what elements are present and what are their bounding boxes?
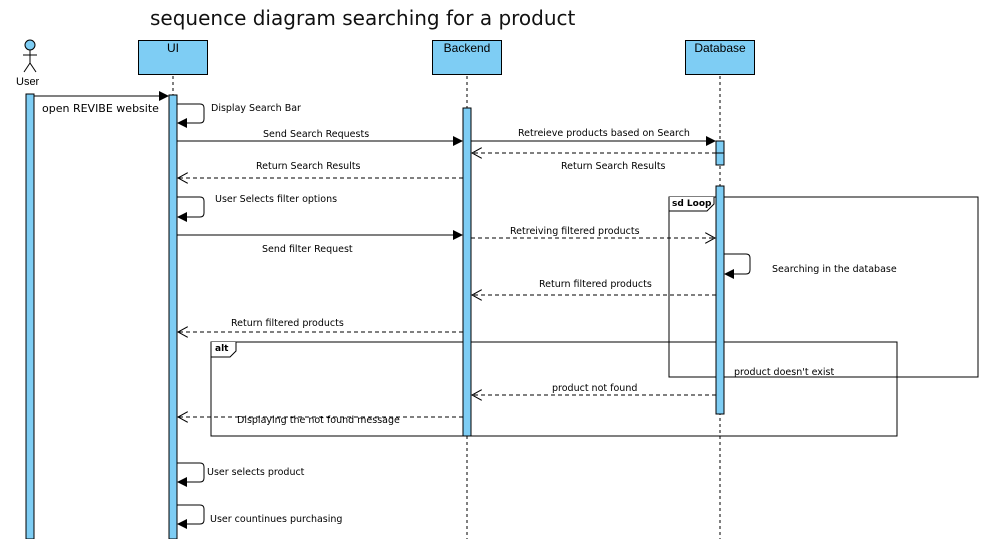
label-open-website: open REVIBE website — [42, 102, 159, 115]
loop-frame-label: sd Loop — [672, 199, 712, 209]
label-retrieving-filtered: Retreiving filtered products — [510, 226, 640, 237]
loop-frame — [668, 196, 979, 378]
activation-database-1 — [715, 140, 725, 154]
user-actor-icon — [23, 39, 37, 73]
label-return-filtered-db: Return filtered products — [539, 279, 652, 290]
label-return-search-results-ui: Return Search Results — [256, 161, 361, 172]
label-product-not-found: product not found — [552, 383, 638, 394]
activation-ui — [168, 94, 178, 539]
activation-database-2 — [715, 152, 725, 166]
label-retrieve-products: Retreieve products based on Search — [518, 128, 690, 139]
arrow-searching-db — [724, 253, 751, 279]
participant-database: Database — [685, 40, 755, 75]
label-send-search-requests: Send Search Requests — [263, 129, 370, 140]
arrow-user-selects-product — [177, 462, 205, 487]
label-searching-db: Searching in the database — [772, 264, 897, 275]
label-display-search-bar: Display Search Bar — [211, 103, 301, 114]
label-send-filter-request: Send filter Request — [262, 244, 353, 255]
arrow-user-selects-filter — [177, 196, 205, 222]
activation-user — [25, 93, 35, 539]
label-displaying-not-found: Displaying the not found message — [237, 415, 400, 426]
participant-user: User — [16, 76, 40, 88]
label-user-selects-filter: User Selects filter options — [215, 194, 338, 205]
arrow-display-search-bar — [177, 103, 205, 128]
label-user-selects-product: User selects product — [207, 467, 305, 478]
label-product-doesnt-exist: product doesn't exist — [734, 367, 835, 378]
label-user-continues: User countinues purchasing — [210, 514, 343, 525]
arrow-user-continues — [177, 504, 205, 529]
label-return-filtered-ui: Return filtered products — [231, 318, 344, 329]
participant-ui: UI — [138, 40, 208, 75]
diagram-title: sequence diagram searching for a product — [150, 6, 576, 30]
activation-database-3 — [715, 185, 725, 415]
activation-backend — [462, 107, 472, 437]
label-return-search-results-db: Return Search Results — [561, 161, 666, 172]
participant-backend: Backend — [432, 40, 502, 75]
alt-frame — [210, 341, 898, 437]
alt-frame-label: alt — [215, 344, 229, 354]
